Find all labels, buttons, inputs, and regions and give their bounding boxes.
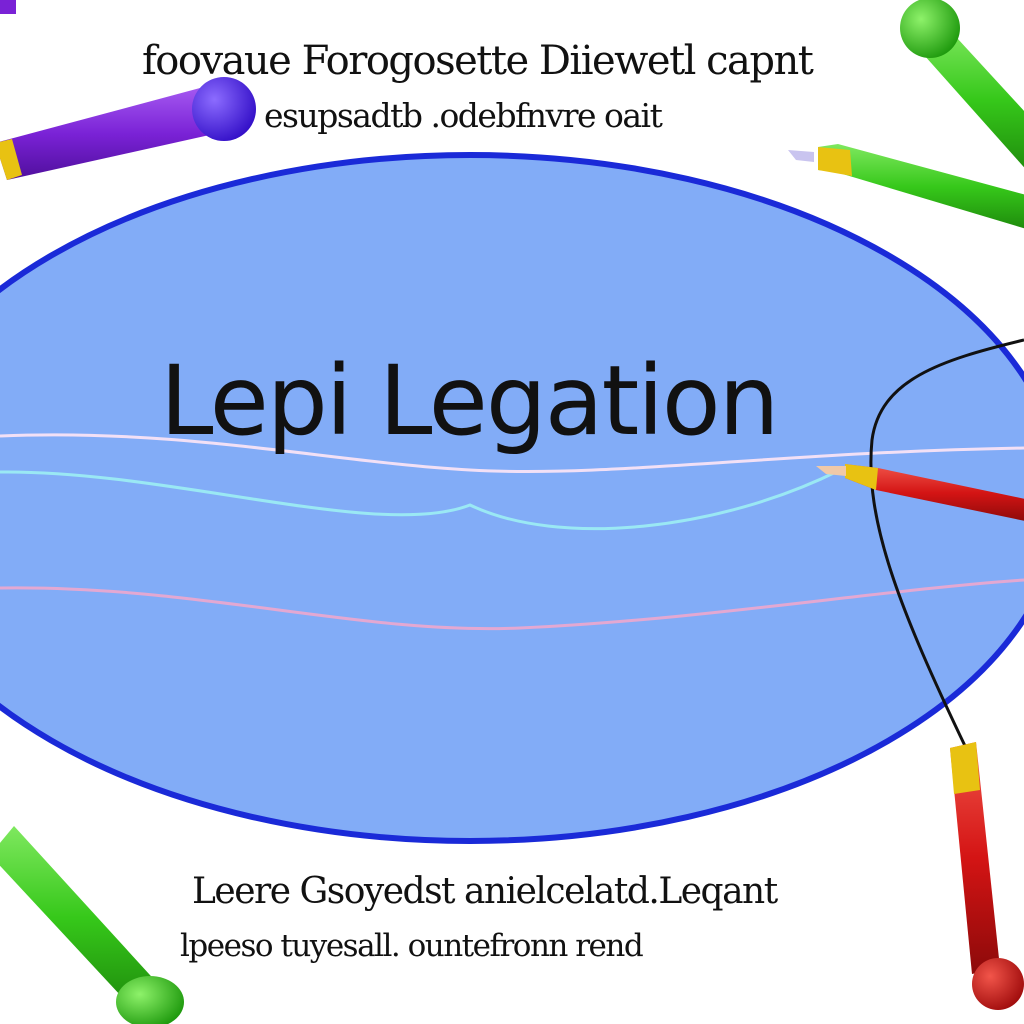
wave-line-pink <box>0 578 1024 631</box>
wave-line-light <box>0 433 1024 474</box>
purple-nub <box>0 0 16 14</box>
red-marker-icon <box>816 464 1024 521</box>
bottom-caption-line-2: lpeeso tuyesall. ountefronn rend <box>180 928 644 964</box>
bottom-caption-line-1: Leere Gsoyedst anielcelatd.Leqant <box>192 871 778 912</box>
green-marker-icon <box>788 144 1024 229</box>
wave-line-cyan <box>0 468 841 531</box>
red-marker-icon <box>950 742 1024 1010</box>
purple-marker-icon <box>0 77 256 180</box>
center-title: Lepi Legation <box>160 345 779 457</box>
green-marker-icon <box>0 826 184 1024</box>
black-string <box>869 338 1024 749</box>
green-marker-icon <box>900 0 1024 168</box>
blue-ellipse <box>0 152 1024 844</box>
top-caption-line-2: esupsadtb .odebfnvre oait <box>264 96 663 135</box>
top-caption-line-1: foovaue Forogosette Diiewetl capnt <box>142 38 814 84</box>
